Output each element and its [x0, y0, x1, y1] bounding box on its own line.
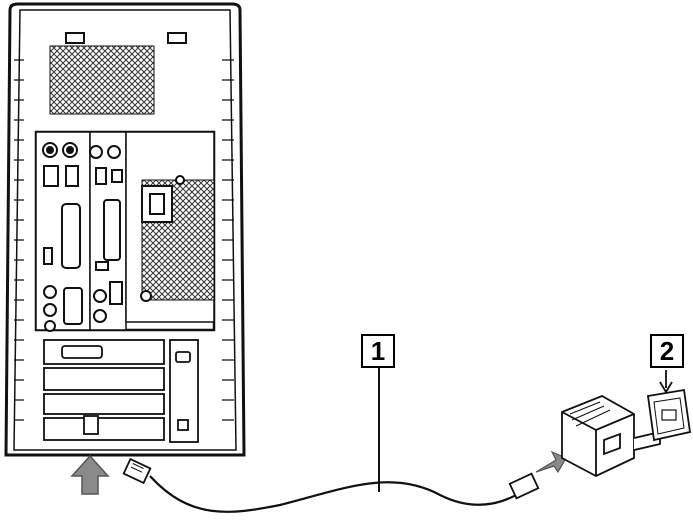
vent-grille-icon [49, 45, 155, 115]
rj11-plug-icon [508, 472, 540, 500]
top-latch-left [65, 32, 85, 44]
side-ridges-right [222, 59, 234, 421]
modem-jack [83, 415, 99, 435]
computer-tower [4, 2, 246, 457]
firewire-port [43, 247, 53, 265]
phone-jack-icon [646, 388, 692, 442]
arrow-up-icon [70, 454, 110, 495]
audio-jack [43, 285, 57, 299]
monitor-port [103, 199, 121, 261]
expansion-slots [43, 339, 199, 443]
serial-port [63, 287, 83, 325]
rj11-plug-icon [122, 457, 152, 485]
callout-2: 2 [650, 334, 684, 368]
audio-jack [44, 320, 56, 332]
wall-connector [561, 395, 661, 478]
top-latch-right [167, 32, 187, 44]
usb-ports [43, 165, 59, 187]
phone-cable [149, 475, 529, 513]
callout-1: 1 [361, 334, 395, 368]
arrow-down-icon [659, 370, 673, 394]
side-ridges-left [14, 59, 24, 421]
power-socket-icon [141, 185, 173, 223]
audio-jack [43, 303, 57, 317]
parallel-port [61, 203, 81, 269]
